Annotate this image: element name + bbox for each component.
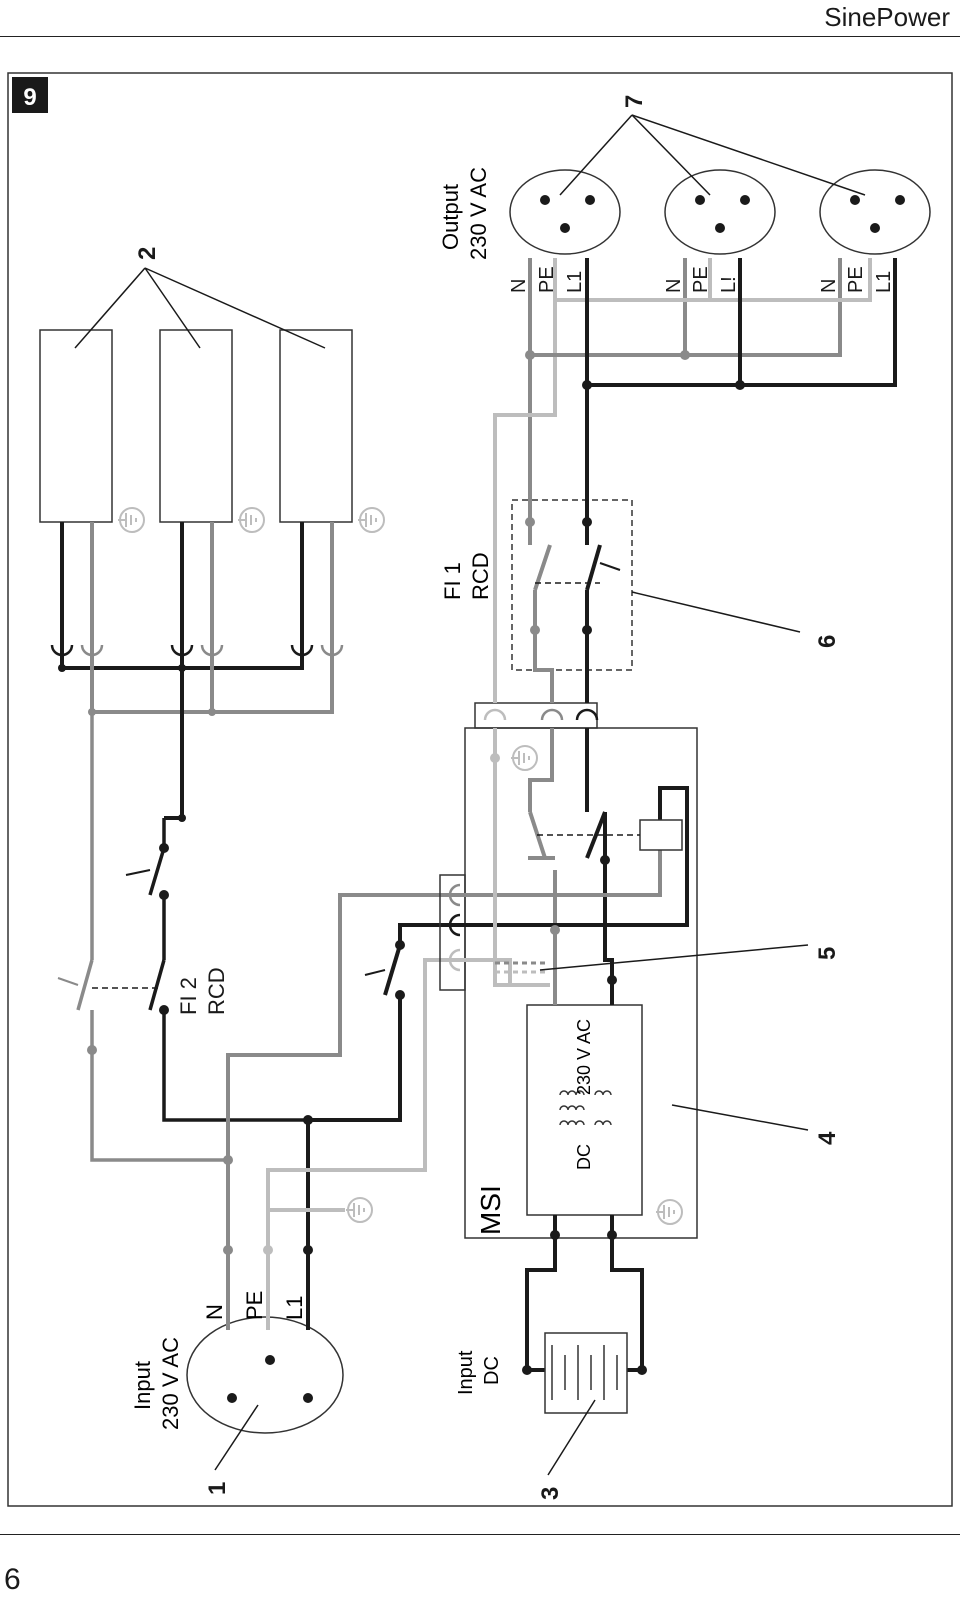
fi2-junction-dots: [58, 664, 216, 1055]
input-junction-dots: [223, 940, 405, 1255]
dc-input-wires: [525, 1215, 644, 1372]
transformer-symbol: [559, 1090, 612, 1126]
fi1-label-line1: FI 1: [440, 562, 465, 600]
fi2-rcd-switch: [57, 712, 308, 1162]
input-l1-label: L1: [282, 1296, 307, 1320]
socket2-n-label: N: [663, 279, 685, 293]
figure-frame: [7, 72, 953, 1507]
converter-ac-label: 230 V AC: [574, 1019, 594, 1095]
converter-dc-label: DC: [574, 1144, 594, 1170]
fi1-rcd-switch: [493, 258, 621, 703]
socket3-n-label: N: [818, 279, 840, 293]
figure-number: 9: [23, 84, 36, 111]
callout-6: 6: [814, 635, 841, 648]
socket1-n-label: N: [508, 279, 530, 293]
output-socket-pins: [540, 195, 905, 233]
callout-7: 7: [621, 95, 648, 108]
input-wires: [226, 893, 455, 1330]
callout-4: 4: [814, 1131, 841, 1145]
callout-3: 3: [537, 1487, 564, 1500]
callout-leaders: [74, 114, 866, 1476]
socket2-l-label: L!: [718, 276, 740, 293]
callout-2: 2: [134, 247, 161, 260]
msi-relay-coil: [639, 819, 683, 851]
input-ac-label-line2: 230 V AC: [158, 1337, 183, 1430]
socket2-pe-label: PE: [690, 266, 712, 293]
output-label-line1: Output: [438, 184, 463, 250]
callout-1: 1: [204, 1482, 231, 1495]
ground-icon: [345, 1197, 373, 1223]
input-dc-label-line2: DC: [481, 1356, 503, 1385]
socket1-l-label: L1: [564, 271, 586, 293]
socket3-l-label: L1: [873, 271, 895, 293]
ground-icon: [117, 507, 145, 533]
consumer-wires: [60, 522, 334, 820]
fi2-label-line2: RCD: [204, 967, 229, 1015]
battery-cells: [551, 1345, 618, 1400]
msi-input-connector: [439, 874, 466, 991]
fi1-label-line2: RCD: [468, 552, 493, 600]
brand-name: SinePower: [824, 2, 950, 32]
ground-icon: [357, 507, 385, 533]
figure-number-badge: [12, 77, 48, 113]
input-ac-label-line1: Input: [130, 1361, 155, 1410]
msi-label: MSI: [475, 1185, 506, 1235]
dc-battery: [544, 1332, 628, 1414]
msi-junction-dots: [490, 753, 617, 985]
ground-icon: [237, 507, 265, 533]
plug-symbols: [50, 644, 344, 657]
ground-icon: [510, 745, 538, 771]
socket1-pe-label: PE: [536, 266, 558, 293]
socket3-pe-label: PE: [845, 266, 867, 293]
output-sockets: [509, 169, 931, 255]
fi1-rcd-box: [511, 499, 633, 671]
fi2-label-line1: FI 2: [176, 977, 201, 1015]
consumer-units: [39, 329, 353, 523]
input-pe-label: PE: [242, 1291, 267, 1320]
input-dc-label-line1: Input: [455, 1350, 477, 1395]
output-junction-dots: [525, 350, 745, 390]
msi-internal-wires: [455, 728, 689, 1005]
output-label-line2: 230 V AC: [466, 167, 491, 260]
fi1-junction-dots: [525, 517, 592, 635]
input-ac-socket: [186, 1316, 344, 1434]
input-socket-pins: [227, 1355, 313, 1403]
page-number: 6: [4, 1563, 21, 1596]
dc-junction-dots: [522, 1230, 647, 1375]
input-n-label: N: [202, 1304, 227, 1320]
msi-connector-plugs: [448, 708, 599, 972]
ground-icon: [655, 1199, 683, 1225]
callout-5: 5: [814, 947, 841, 960]
converter-block: [526, 1004, 643, 1216]
footer-rule: [0, 1534, 960, 1535]
header-rule: [0, 36, 960, 37]
